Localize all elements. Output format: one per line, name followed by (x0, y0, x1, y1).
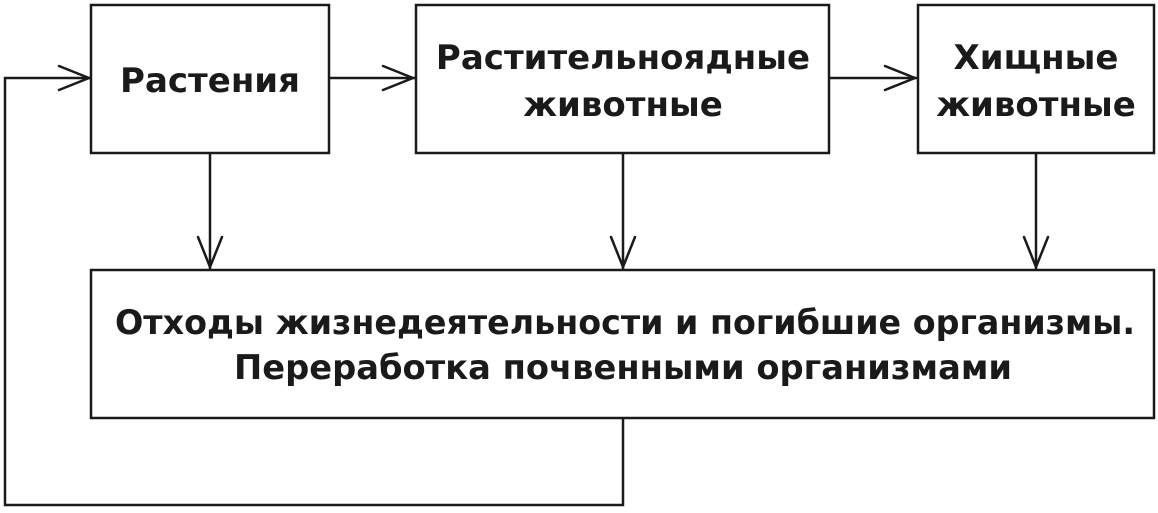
node-predators: Хищные животные (916, 3, 1156, 155)
edge-predators-to-waste (1022, 153, 1050, 269)
node-herbivores-line-2: животные (523, 85, 723, 125)
node-waste-line-1: Отходы жизнедеятельности и погибшие орга… (115, 303, 1135, 343)
node-waste-line-2: Переработка почвенными организмами (234, 348, 1012, 388)
node-predators-line-2: животные (936, 85, 1136, 125)
edges (3, 64, 1050, 507)
node-herbivores: Растительноядные животные (414, 3, 831, 155)
edge-plants-to-waste (196, 153, 224, 269)
edge-plants-to-herbivores (330, 64, 415, 92)
node-herbivores-line-1: Растительноядные (436, 38, 810, 78)
node-waste: Отходы жизнедеятельности и погибшие орга… (89, 268, 1156, 420)
node-plants: Растения (89, 3, 331, 155)
edge-waste-to-plants (3, 64, 625, 507)
edge-herbivores-to-predators (830, 64, 917, 92)
node-predators-line-1: Хищные (954, 38, 1119, 78)
node-plants-line-1: Растения (120, 61, 300, 101)
edge-herbivores-to-waste (609, 153, 637, 269)
